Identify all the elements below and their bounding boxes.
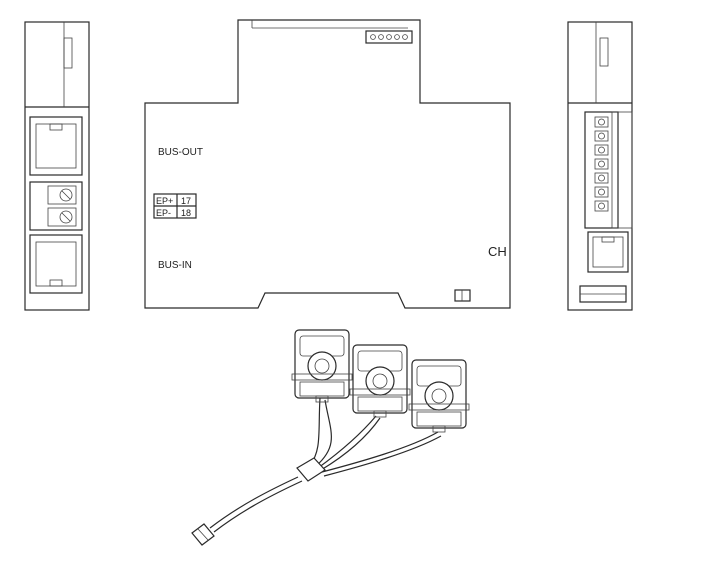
left-body-outline bbox=[24, 21, 90, 311]
ep-plus-label: EP+ bbox=[156, 196, 173, 206]
left-latch-clip bbox=[63, 37, 73, 69]
right-rj45-port bbox=[587, 231, 629, 273]
ct-sensor-2 bbox=[349, 344, 411, 418]
ct-lead-3 bbox=[321, 431, 439, 473]
right-side-view bbox=[567, 21, 633, 311]
bus-in-label: BUS-IN bbox=[158, 260, 192, 271]
left-rj45-out-port bbox=[29, 116, 83, 176]
pin-17-label: 17 bbox=[181, 196, 191, 206]
cable-junction-sleeve bbox=[296, 457, 326, 482]
ct-lead-2 bbox=[317, 415, 377, 469]
left-ep-terminal-lower bbox=[47, 207, 77, 227]
ct-sensor-1 bbox=[291, 329, 353, 403]
right-terminal-screws bbox=[594, 116, 609, 212]
left-ep-screw-upper bbox=[59, 188, 73, 202]
bus-out-label: BUS-OUT bbox=[158, 147, 203, 158]
left-rj45-in-tab bbox=[49, 279, 63, 287]
right-latch-clip bbox=[599, 37, 609, 67]
ct-lead-1 bbox=[309, 397, 321, 466]
right-body-outline bbox=[567, 21, 633, 311]
pin-18-label: 18 bbox=[181, 208, 191, 218]
left-ep-terminal-upper bbox=[47, 185, 77, 205]
front-top-connector bbox=[365, 30, 413, 44]
left-side-view bbox=[24, 21, 90, 311]
ch-label: CH bbox=[488, 244, 507, 259]
right-terminal-strip bbox=[584, 111, 619, 229]
left-ep-screw-lower bbox=[59, 210, 73, 224]
left-ep-terminal-block bbox=[29, 181, 83, 231]
main-cable bbox=[209, 476, 299, 529]
left-rj45-out-tab bbox=[49, 123, 63, 131]
ep-minus-label: EP- bbox=[156, 208, 171, 218]
ct-sensor-3 bbox=[408, 359, 470, 433]
front-dip-switch bbox=[454, 289, 471, 302]
front-enclosure-outline bbox=[144, 19, 511, 309]
left-rj45-in-port bbox=[29, 234, 83, 294]
front-view: BUS-OUT EP+ EP- 17 18 BUS-IN CH bbox=[144, 19, 511, 309]
ct-sensor-assembly bbox=[191, 329, 470, 546]
